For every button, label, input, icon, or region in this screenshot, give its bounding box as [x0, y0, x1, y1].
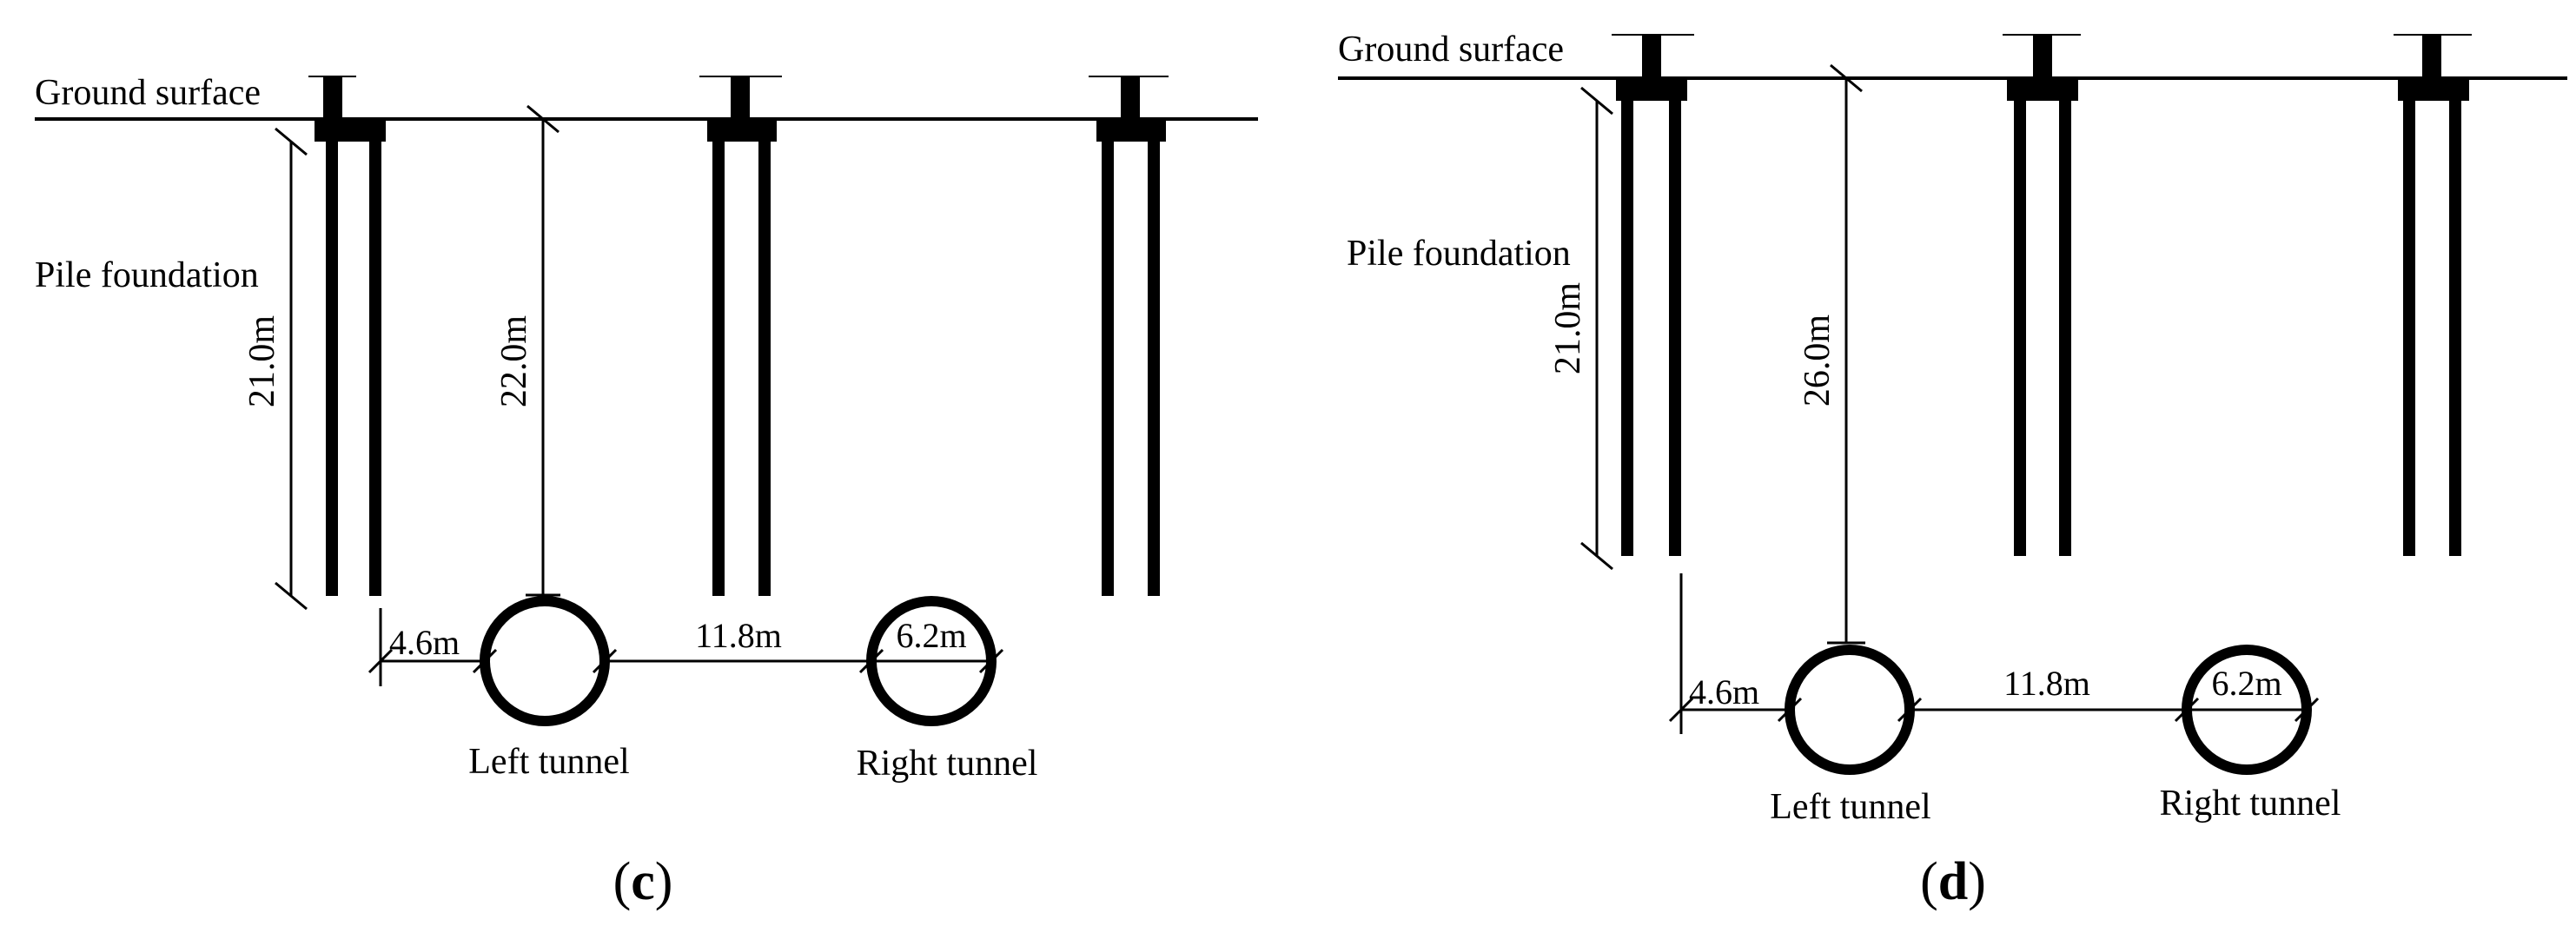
pile-length-label: 21.0m [1548, 282, 1588, 375]
panel-caption: (d) [1920, 852, 1986, 911]
ground-surface-label: Ground surface [1338, 30, 1564, 69]
pile-length-dimension [275, 127, 308, 611]
tunnel-depth-dimension [526, 104, 560, 597]
left-offset-label: 4.6m [1689, 672, 1759, 711]
pile-group [1612, 34, 1694, 556]
pile-foundation-label: Pile foundation [1347, 234, 1571, 274]
right-tunnel-label: Right tunnel [2160, 784, 2341, 824]
caption-letter: c [631, 852, 655, 911]
pile-group [308, 76, 386, 596]
tunnel-depth-label: 22.0m [494, 315, 534, 408]
left-tunnel-label: Left tunnel [468, 742, 629, 782]
tunnel-depth-label: 26.0m [1798, 314, 1838, 407]
pile-length-dimension [1580, 86, 1613, 571]
panel-d [1338, 34, 2567, 775]
left-offset-dimension [368, 608, 498, 686]
left-offset-label: 4.6m [389, 623, 460, 662]
pile-group [1089, 76, 1169, 596]
tunnel-spacing-label: 11.8m [695, 616, 782, 655]
left-tunnel [1785, 645, 1915, 775]
tunnel-diameter-label: 6.2m [896, 616, 966, 655]
tunnel-diameter-label: 6.2m [2211, 664, 2281, 703]
left-tunnel [480, 596, 610, 726]
pile-foundation-label: Pile foundation [35, 255, 259, 295]
pile-group [2003, 34, 2081, 556]
panel-c [35, 76, 1258, 726]
tunnel-diameter-dimension [2187, 697, 2320, 723]
tunnel-spacing-label: 11.8m [2003, 664, 2090, 703]
pile-group [2394, 34, 2472, 556]
pile-group [699, 76, 782, 596]
ground-surface-label: Ground surface [35, 73, 261, 113]
tunnel-depth-dimension [1827, 63, 1865, 645]
caption-letter: d [1938, 852, 1968, 911]
right-tunnel-label: Right tunnel [857, 744, 1038, 784]
left-offset-dimension [1668, 573, 1803, 734]
panel-caption: (c) [613, 852, 673, 911]
pile-length-label: 21.0m [242, 315, 282, 408]
tunnel-diameter-dimension [871, 648, 1004, 674]
left-tunnel-label: Left tunnel [1770, 787, 1930, 827]
